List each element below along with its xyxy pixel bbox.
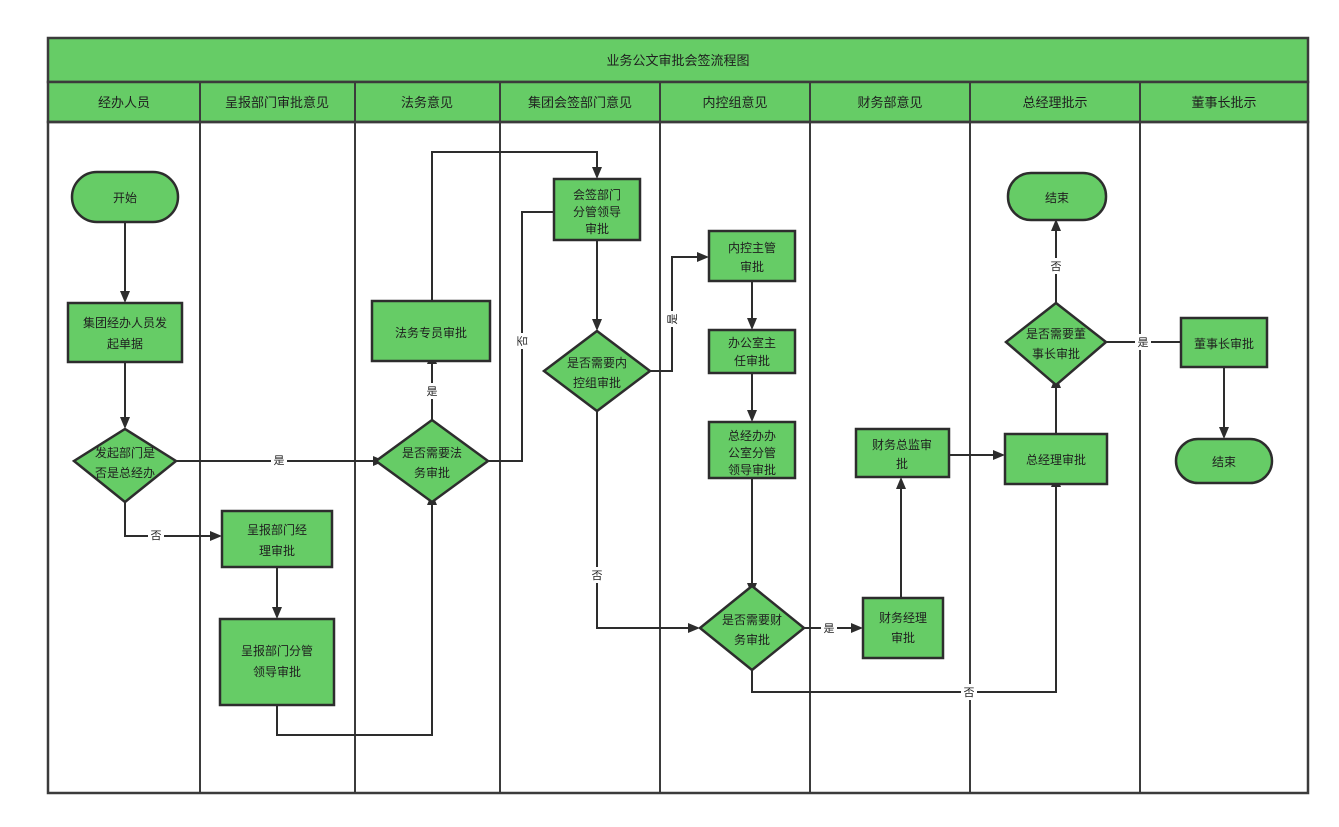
- node-is-gm-office[interactable]: 发起部门是 否是总经办: [71, 427, 179, 504]
- lane-header-8: 董事长批示: [1191, 95, 1256, 110]
- node-dept-leader-label-line1: 呈报部门分管: [241, 643, 313, 658]
- node-gm-approval[interactable]: 总经理审批: [1003, 432, 1109, 486]
- edge-label-need-fin-yes: 是: [824, 622, 835, 635]
- edge-label-need-chair-yes: 是: [1138, 336, 1149, 349]
- node-need-finance-label-line1: 是否需要财: [722, 613, 782, 627]
- edge-label-gm-office-no: 否: [151, 530, 162, 542]
- node-finance-manager-label-line2: 审批: [891, 630, 915, 645]
- node-finance-manager-approval[interactable]: 财务经理 审批: [861, 596, 945, 660]
- node-control-supervisor-label-line2: 审批: [740, 259, 764, 274]
- node-legal-staff-label: 法务专员审批: [395, 325, 467, 340]
- lane-header-4: 集团会签部门意见: [528, 95, 632, 110]
- node-cosign-leader-approval[interactable]: 会签部门 分管领导 审批: [552, 177, 642, 242]
- node-office-director-approval[interactable]: 办公室主 任审批: [707, 328, 797, 375]
- node-need-legal-label-line2: 务审批: [414, 465, 450, 480]
- edge-labels: 是 否 是 否 是 否 是 否 否 是: [148, 258, 1151, 700]
- chart-title: 业务公文审批会签流程图: [606, 53, 749, 68]
- node-initiate-label-line1: 集团经办人员发: [83, 315, 167, 330]
- node-dept-leader-label-line2: 领导审批: [253, 664, 301, 679]
- node-need-finance-label-line2: 务审批: [734, 632, 770, 647]
- node-finance-director-label-line2: 批: [896, 456, 908, 471]
- node-need-chairman-label-line1: 是否需要董: [1026, 327, 1086, 341]
- node-need-control-decision[interactable]: 是否需要内 控组审批: [541, 329, 653, 413]
- node-finance-director-label-line1: 财务总监审: [872, 437, 932, 452]
- node-control-supervisor-approval[interactable]: 内控主管 审批: [707, 229, 797, 283]
- node-cosign-leader-label-line3: 审批: [585, 221, 609, 236]
- node-finance-manager-label-line1: 财务经理: [879, 610, 927, 625]
- lane-dividers: [199, 82, 1141, 793]
- node-dept-manager-approval[interactable]: 呈报部门经 理审批: [220, 509, 334, 569]
- node-need-chairman-label-line2: 事长审批: [1032, 346, 1080, 361]
- node-cosign-leader-label-line1: 会签部门: [573, 187, 621, 202]
- node-need-finance-decision[interactable]: 是否需要财 务审批: [698, 584, 806, 672]
- node-need-legal-decision[interactable]: 是否需要法 务审批: [373, 418, 491, 504]
- node-end-gm-label: 结束: [1045, 191, 1069, 205]
- node-is-gm-office-label-line2: 否是总经办: [95, 465, 155, 480]
- node-initiate[interactable]: 集团经办人员发 起单据: [66, 301, 184, 364]
- node-initiate-label-line2: 起单据: [107, 337, 143, 351]
- node-start[interactable]: 开始: [70, 170, 180, 224]
- node-cosign-leader-label-line2: 分管领导: [573, 204, 621, 219]
- node-finance-director-approval[interactable]: 财务总监审 批: [854, 427, 951, 479]
- node-gm-office-leader-label-line1: 总经办办: [728, 428, 776, 443]
- node-office-director-label-line2: 任审批: [734, 353, 770, 368]
- node-gm-office-leader-approval[interactable]: 总经办办 公室分管 领导审批: [707, 420, 797, 480]
- node-dept-leader-approval[interactable]: 呈报部门分管 领导审批: [218, 617, 336, 707]
- node-office-director-label-line1: 办公室主: [728, 335, 776, 350]
- lane-header-1: 经办人员: [98, 95, 150, 110]
- lane-header-6: 财务部意见: [857, 95, 922, 110]
- edge-label-need-chair-no: 否: [1051, 261, 1062, 273]
- node-end-gm[interactable]: 结束: [1006, 171, 1108, 222]
- node-gm-approval-label: 总经理审批: [1026, 452, 1086, 467]
- node-dept-manager-label-line1: 呈报部门经: [247, 522, 307, 537]
- lane-header-7: 总经理批示: [1022, 95, 1087, 110]
- node-need-legal-label-line1: 是否需要法: [402, 446, 462, 460]
- node-is-gm-office-label-line1: 发起部门是: [95, 445, 155, 460]
- swimlane-frame: [46, 36, 1310, 795]
- node-end-chairman[interactable]: 结束: [1174, 437, 1274, 485]
- edge-label-need-ctrl-yes: 是: [666, 314, 679, 325]
- lane-header-3: 法务意见: [401, 95, 453, 110]
- node-chairman-approval-label: 董事长审批: [1194, 336, 1254, 351]
- edge-label-need-ctrl-no: 否: [592, 570, 603, 582]
- node-control-supervisor-label-line1: 内控主管: [728, 240, 776, 255]
- node-end-chairman-label: 结束: [1212, 455, 1236, 469]
- node-legal-staff-approval[interactable]: 法务专员审批: [370, 299, 492, 363]
- lane-header-5: 内控组意见: [702, 95, 767, 110]
- node-need-control-label-line1: 是否需要内: [567, 356, 627, 370]
- node-chairman-approval[interactable]: 董事长审批: [1179, 316, 1269, 369]
- edge-label-need-fin-no: 否: [964, 687, 975, 699]
- node-need-control-label-line2: 控组审批: [573, 375, 621, 390]
- lane-header-2: 呈报部门审批意见: [225, 95, 329, 110]
- node-need-chairman-decision[interactable]: 是否需要董 事长审批: [1004, 301, 1108, 387]
- node-gm-office-leader-label-line2: 公室分管: [728, 445, 776, 460]
- node-start-label: 开始: [113, 191, 137, 205]
- edge-label-need-legal-no: 否: [517, 336, 529, 347]
- node-gm-office-leader-label-line3: 领导审批: [728, 462, 776, 477]
- edge-label-gm-office-yes: 是: [274, 454, 285, 467]
- node-dept-manager-label-line2: 理审批: [259, 543, 295, 558]
- edge-label-need-legal-yes: 是: [427, 385, 438, 398]
